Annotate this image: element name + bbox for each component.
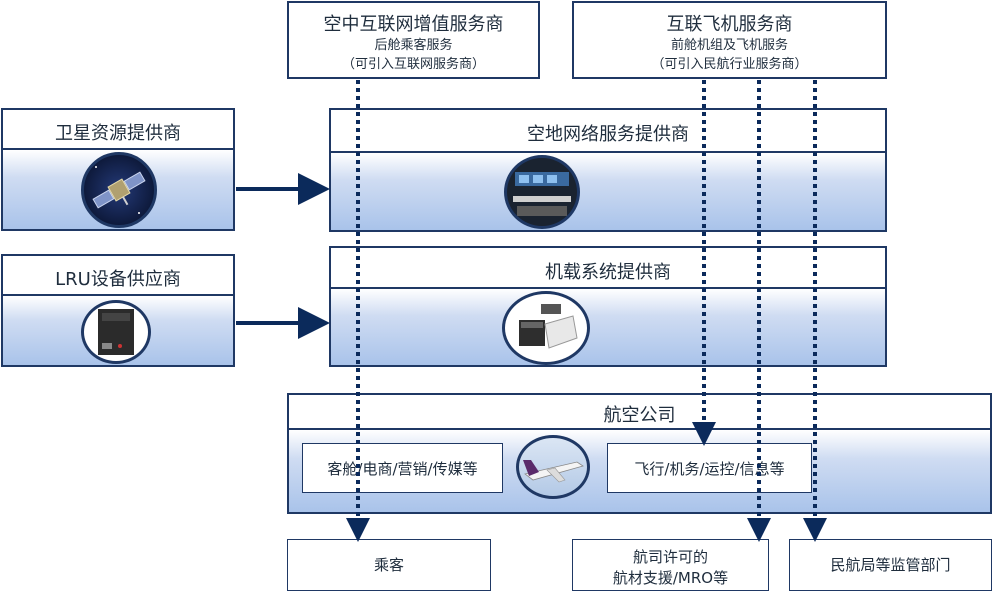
lru-supplier-title-box: LRU设备供应商 (1, 254, 235, 296)
regulator-box: 民航局等监管部门 (789, 539, 992, 591)
airborne-system-provider-title-box: 机载系统提供商 (329, 246, 887, 289)
connected-aircraft-service-sub1: 前舱机组及飞机服务 (670, 38, 788, 53)
cabin-services-label: 客舱/电商/营销/传媒等 (327, 460, 478, 478)
lru-supplier-body (1, 294, 235, 367)
mro-label-line2: 航材支援/MRO等 (612, 569, 729, 587)
airplane-icon (516, 435, 590, 499)
mro-label-line1: 航司许可的 (632, 548, 708, 566)
value-added-service-sub2: （可引入互联网服务商） (341, 57, 485, 72)
value-added-service-sub1: 后舱乘客服务 (374, 38, 453, 53)
connected-aircraft-service-sub2: （可引入民航行业服务商） (651, 57, 808, 72)
value-added-service-box: 空中互联网增值服务商 后舱乘客服务 （可引入互联网服务商） (287, 1, 540, 79)
satellite-provider-title: 卫星资源提供商 (55, 123, 181, 144)
airborne-system-provider-title: 机载系统提供商 (545, 262, 671, 283)
airline-title: 航空公司 (603, 405, 676, 426)
mro-box: 航司许可的 航材支援/MRO等 (572, 539, 769, 591)
cabin-services-box: 客舱/电商/营销/传媒等 (302, 443, 503, 493)
control-room-icon (504, 155, 580, 229)
value-added-service-title: 空中互联网增值服务商 (323, 14, 504, 35)
airline-body: 客舱/电商/营销/传媒等 飞行/机务/运控/信息等 (287, 428, 992, 514)
regulator-label: 民航局等监管部门 (830, 556, 951, 574)
passengers-label: 乘客 (373, 556, 404, 574)
satellite-icon (81, 152, 157, 228)
ground-network-provider-title: 空地网络服务提供商 (527, 124, 689, 145)
lru-supplier-title: LRU设备供应商 (55, 269, 181, 290)
satellite-provider-body (1, 148, 235, 231)
lru-box-icon (81, 300, 151, 364)
connected-aircraft-service-box: 互联飞机服务商 前舱机组及飞机服务 （可引入民航行业服务商） (572, 1, 887, 79)
connected-aircraft-service-title: 互联飞机服务商 (666, 14, 793, 35)
avionics-equipment-icon (502, 291, 590, 365)
flight-operations-label: 飞行/机务/运控/信息等 (634, 460, 785, 478)
satellite-provider-title-box: 卫星资源提供商 (1, 108, 235, 150)
ground-network-provider-body (329, 151, 887, 232)
airborne-system-provider-body (329, 287, 887, 367)
passengers-box: 乘客 (287, 539, 491, 591)
flight-operations-box: 飞行/机务/运控/信息等 (607, 443, 812, 493)
